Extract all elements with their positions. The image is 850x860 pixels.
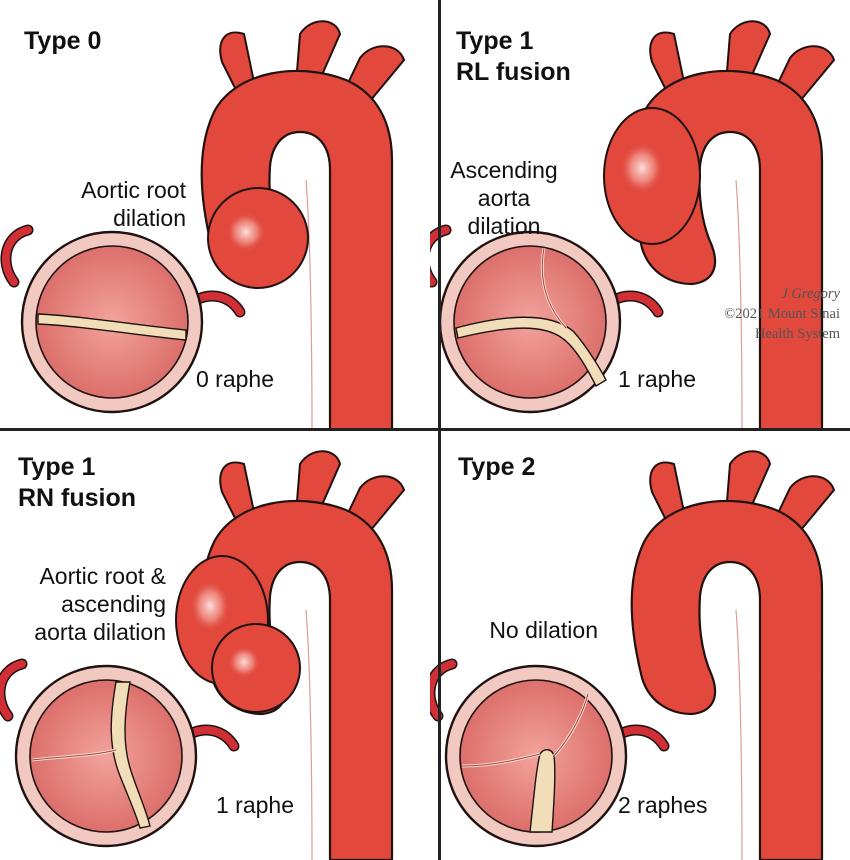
panel-type-0: Type 0 Aortic root dilation 0 raphe	[0, 0, 425, 430]
dilation-label: Ascending aorta dilation	[450, 157, 558, 239]
raphe-count-label: 0 raphe	[196, 366, 275, 392]
dilation-label: Aortic root dilation	[81, 177, 186, 231]
bicuspid-valve	[0, 664, 234, 846]
panel-title: Type 0	[24, 27, 102, 55]
panel-type-1-rl-fusion: Type 1 RL fusion Ascending aorta dilatio…	[430, 0, 850, 430]
panel-title: Type 2	[458, 453, 536, 481]
horizontal-divider	[0, 428, 850, 431]
raphe-count-label: 2 raphes	[618, 792, 708, 818]
type-2-illustration	[430, 450, 836, 860]
panel-type-1-rn-fusion: Type 1 RN fusion Aortic root & ascending…	[0, 430, 425, 860]
raphe-count-label: 1 raphe	[618, 366, 697, 392]
raphe-count-label: 1 raphe	[216, 792, 295, 818]
type-1-rl-illustration	[430, 20, 836, 430]
panel-title: Type 1 RN fusion	[18, 453, 137, 512]
dilation-label: Aortic root & ascending aorta dilation	[34, 563, 166, 645]
aortic-arch	[175, 450, 406, 860]
bicuspid-valve	[6, 230, 240, 412]
panel-title: Type 1 RL fusion	[456, 27, 571, 86]
bicuspid-valve	[430, 230, 658, 412]
dilation-label: No dilation	[489, 617, 598, 643]
aortic-arch	[200, 20, 406, 430]
type-0-illustration	[0, 20, 406, 430]
aortic-arch	[603, 20, 836, 430]
artist-credit: J Gregory ©2021 Mount Sinai Health Syste…	[724, 286, 840, 342]
panel-type-2: Type 2 No dilation 2 raphes	[430, 430, 850, 860]
tricuspid-like-valve	[430, 664, 664, 846]
type-1-rn-illustration	[0, 450, 406, 860]
